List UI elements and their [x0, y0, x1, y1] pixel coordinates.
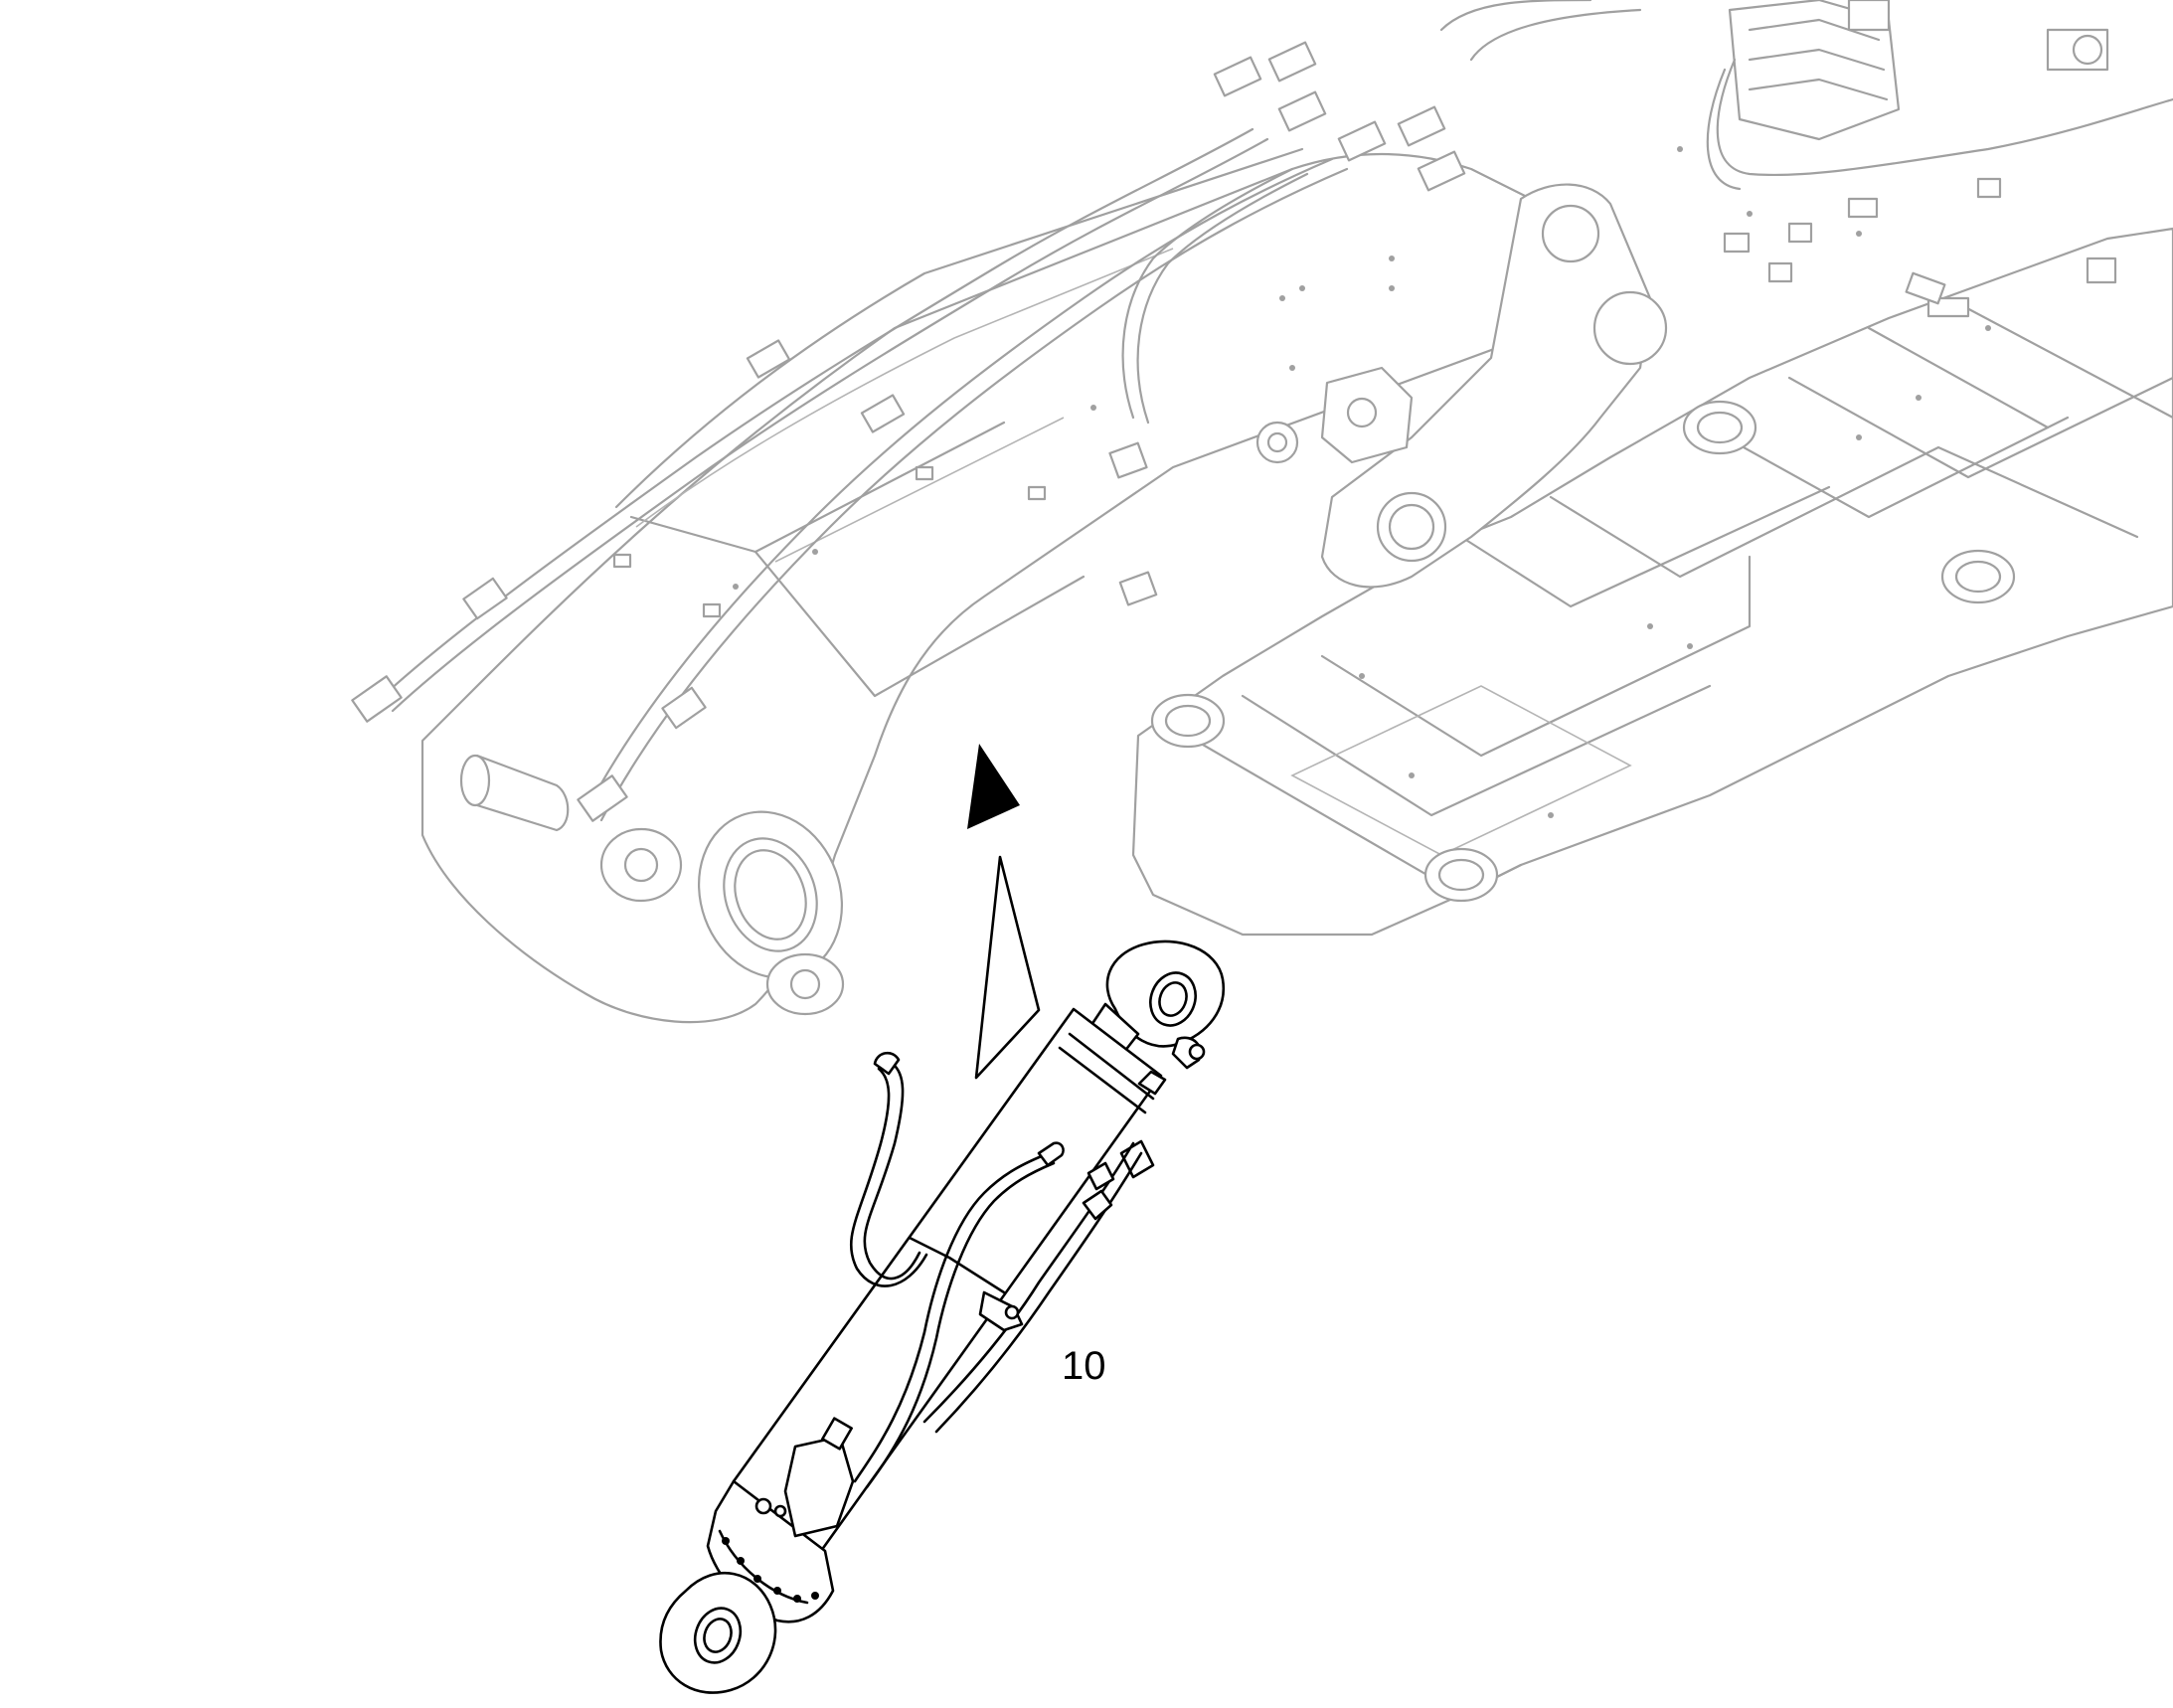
frame-inner-6: [1688, 416, 2070, 519]
frame-inner-2: [1241, 684, 1712, 817]
frame-hose-4: [1439, 0, 1592, 32]
hose-clamp-3: [1108, 441, 1148, 479]
boom-hose-2: [391, 137, 1269, 713]
barrel-head-ring: [1068, 1032, 1155, 1101]
tower-bore-lower: [1376, 491, 1447, 563]
boom-weld-line: [635, 248, 1174, 528]
boom-detail-marks: [612, 256, 1395, 618]
boom-mount-tower: [1320, 183, 1652, 589]
boom-fittings-front: [351, 577, 707, 822]
hose-left-inner: [849, 1067, 928, 1287]
hose-main-fitting: [1037, 1141, 1065, 1167]
valve-block-cap: [821, 1417, 853, 1451]
frame-hose-3: [1469, 8, 1642, 62]
hose-clamp-1: [746, 339, 791, 379]
frame-inner-7: [1787, 376, 2173, 479]
hydraulic-cylinder-part-10: [659, 939, 1226, 1694]
clamp-bolt: [1004, 1304, 1020, 1320]
boom-assembly-ghost: [351, 41, 1553, 1024]
slew-mount-pads: [1150, 400, 2016, 903]
assembly-direction-arrow: [967, 744, 1041, 1080]
frame-inner-8: [1867, 326, 2050, 429]
inline-fitting: [1082, 1189, 1113, 1221]
boom-lower-edge: [753, 550, 1086, 698]
control-valve-ghost: [1728, 0, 2109, 141]
arrowhead: [967, 744, 1020, 829]
boom-pin-end: [459, 754, 491, 807]
flange-bolts: [722, 1537, 819, 1603]
frame-inner-3: [1320, 555, 1752, 758]
arm-cylinder-bore: [623, 847, 659, 883]
boom-fittings-rear: [1213, 41, 1466, 192]
clamp-strap: [908, 1236, 1006, 1294]
tower-bore-lower-inner: [1388, 503, 1435, 551]
arm-cylinder-boss: [599, 827, 683, 903]
boom-foot-bore: [723, 837, 818, 952]
frame-deck-recess: [1290, 685, 1632, 856]
boom-weld-line-2: [774, 417, 1065, 563]
callout-label-10: 10: [1062, 1344, 1106, 1388]
boom-hose-3: [585, 157, 1334, 812]
upperstructure-frame-ghost: [1131, 0, 2173, 937]
hose-main-inner: [865, 1161, 1056, 1489]
boom-hose-5: [1121, 167, 1294, 420]
cylinder-mount-bore: [789, 968, 821, 1000]
hose-clamp-2: [860, 394, 906, 433]
hose-main-outer: [853, 1151, 1051, 1483]
hose-left-fitting: [873, 1051, 901, 1076]
hose-rod-inner: [934, 1151, 1143, 1434]
inline-fitting-2: [1086, 1161, 1115, 1191]
boom-foot-bore-inner: [734, 849, 807, 940]
lug-pin: [1188, 1043, 1206, 1061]
frame-hose-1: [1716, 58, 2173, 177]
head-end-bore-inner: [703, 1618, 733, 1653]
barrel-head-ring-2: [1058, 1046, 1147, 1114]
boom-hose-6: [1136, 172, 1309, 425]
hose-clamp-bracket: [978, 1290, 1024, 1332]
frame-inner-9: [1946, 296, 2173, 420]
boom-upper-edge: [614, 147, 1304, 509]
rod-end-bore-inner: [1158, 981, 1188, 1017]
tower-bore-mid: [1592, 290, 1668, 366]
swing-motor-ghost: [1255, 366, 1414, 464]
frame-inner-4: [1459, 485, 1831, 608]
boom-body: [420, 152, 1553, 1024]
frame-inner-5: [1549, 445, 2139, 579]
valve-port-2: [773, 1504, 787, 1518]
hose-left-outer: [863, 1062, 921, 1281]
head-end-bore: [693, 1607, 743, 1664]
frame-components: [1299, 146, 2117, 818]
boom-hose-4: [599, 167, 1349, 822]
valve-port-1: [754, 1497, 772, 1515]
frame-hose-2: [1706, 68, 1742, 191]
upper-port-elbow: [1137, 1070, 1167, 1096]
hose-clamp-4: [1118, 571, 1158, 606]
hose-rod-outer: [922, 1141, 1135, 1424]
cylinder-mount-lug: [765, 952, 845, 1016]
arrow-shaft: [974, 855, 1041, 1080]
tower-bore-upper: [1541, 204, 1600, 263]
